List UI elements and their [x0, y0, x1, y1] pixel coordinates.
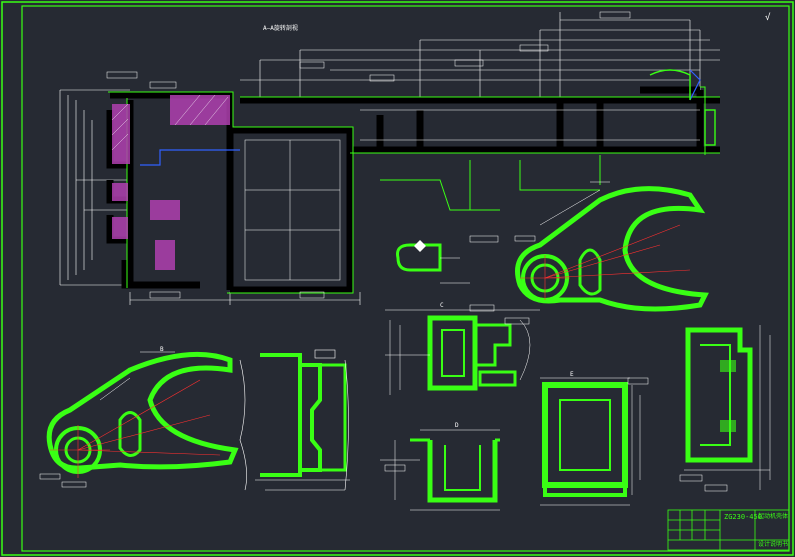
section-mark-d: D — [455, 422, 459, 429]
fork-view-right — [514, 181, 709, 312]
bottom-dimension-lines — [129, 292, 361, 305]
fork-right-center-lines — [520, 224, 691, 300]
main-section-view — [59, 11, 720, 305]
section-c-dimensions — [385, 304, 540, 395]
sheet-inner-border — [21, 5, 790, 552]
detail-view — [396, 240, 470, 284]
section-view-e — [540, 377, 649, 506]
section-e-dimensions — [540, 377, 649, 506]
hatch-lines — [111, 94, 229, 151]
left-dimension-lines — [59, 89, 130, 286]
fork-view-left — [39, 351, 239, 488]
section-mark-b: B — [160, 346, 164, 353]
title-block-part-name: 起动机壳体 — [758, 513, 789, 520]
section-mark-e: E — [570, 371, 574, 378]
section-view-right — [679, 325, 771, 492]
blue-passage-line — [140, 69, 701, 166]
section-title: A—A旋转剖视 — [263, 25, 298, 32]
section-right-dimensions — [679, 325, 771, 492]
right-flange — [649, 69, 716, 146]
section-hatching — [112, 95, 230, 270]
title-block-material: ZG230-450 — [724, 513, 762, 521]
inner-cavity-lines — [244, 109, 700, 281]
roughness-symbol: √ — [765, 13, 771, 23]
fork-left-center-lines — [50, 379, 221, 478]
title-block-drawing-no: 设计说明书 — [758, 541, 789, 548]
section-mark-c: C — [440, 302, 444, 309]
tolerance-frames — [106, 11, 631, 299]
fork-right-dimensions — [514, 181, 610, 242]
section-d-dimensions — [380, 429, 500, 511]
section-view-b — [239, 349, 350, 491]
section-view-c — [385, 304, 540, 395]
section-view-d — [380, 429, 500, 511]
fork-left-dimensions — [39, 351, 175, 488]
title-block-frame — [667, 509, 790, 551]
